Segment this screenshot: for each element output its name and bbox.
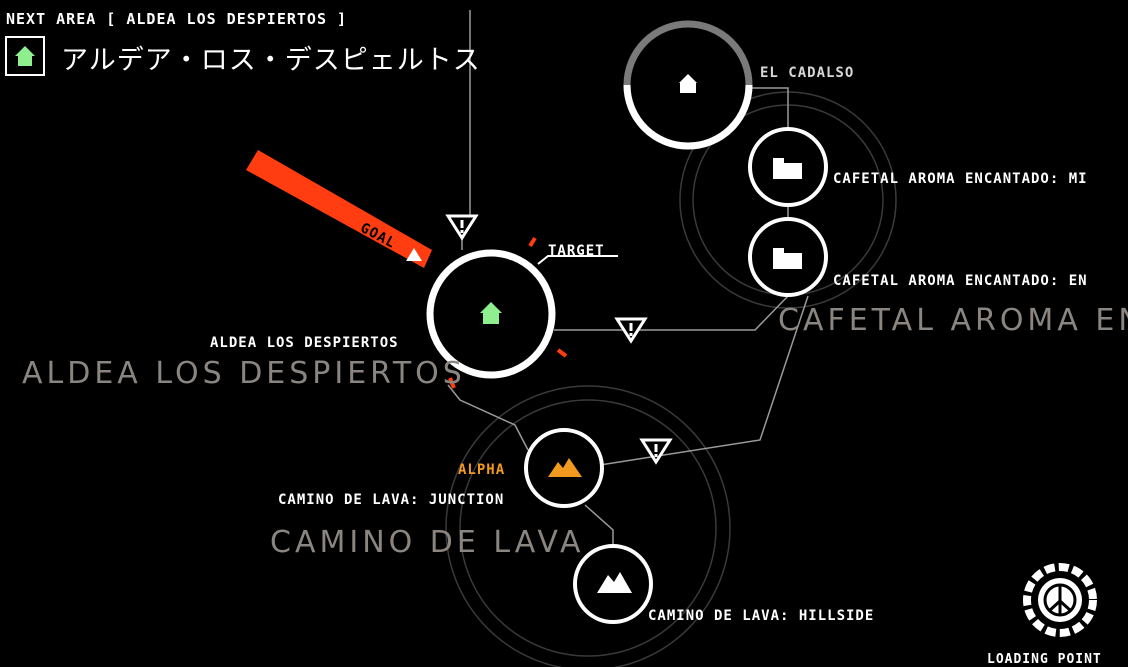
warning-icon <box>614 317 648 344</box>
junction-label: CAMINO DE LAVA: JUNCTION <box>278 492 505 508</box>
region-title-camino: CAMINO DE LAVA <box>270 525 585 560</box>
alpha-label: ALPHA <box>458 462 506 478</box>
home-icon <box>679 74 697 93</box>
el-cadalso-label: EL CADALSO <box>760 65 855 81</box>
el-cadalso-node[interactable] <box>623 20 753 150</box>
aldea-label: ALDEA LOS DESPIERTOS <box>210 335 399 351</box>
region-title-aldea: ALDEA LOS DESPIERTOS <box>22 356 466 391</box>
mountain-icon <box>548 458 582 477</box>
hillside-node[interactable] <box>573 544 653 624</box>
loading-point-label: LOADING POINT <box>987 652 1102 667</box>
goal-arrow-icon <box>406 248 422 261</box>
warning-icon <box>445 214 479 241</box>
loading-point-icon <box>1023 563 1097 637</box>
region-rings <box>445 91 897 667</box>
cafetal-node-2[interactable] <box>748 217 828 297</box>
goal-bar <box>246 150 432 268</box>
cafetal-node-1[interactable] <box>748 127 828 207</box>
building-icon <box>773 158 802 179</box>
destination-icon <box>5 36 45 76</box>
target-label: TARGET <box>548 243 605 259</box>
cafetal-2-label: CAFETAL AROMA ENCANTADO: EN <box>833 273 1088 289</box>
aldea-node[interactable] <box>426 236 618 389</box>
building-icon <box>773 248 802 269</box>
next-area-label: NEXT AREA [ ALDEA LOS DESPIERTOS ] <box>6 10 348 28</box>
junction-node[interactable] <box>524 428 604 508</box>
warning-icon <box>639 438 673 465</box>
region-title-cafetal: CAFETAL AROMA EN <box>778 303 1128 338</box>
home-icon <box>480 302 502 324</box>
hillside-label: CAMINO DE LAVA: HILLSIDE <box>648 608 875 624</box>
mountain-icon <box>597 572 632 593</box>
destination-title: アルデア・ロス・デスピェルトス <box>61 45 481 76</box>
cafetal-1-label: CAFETAL AROMA ENCANTADO: MI <box>833 171 1088 187</box>
